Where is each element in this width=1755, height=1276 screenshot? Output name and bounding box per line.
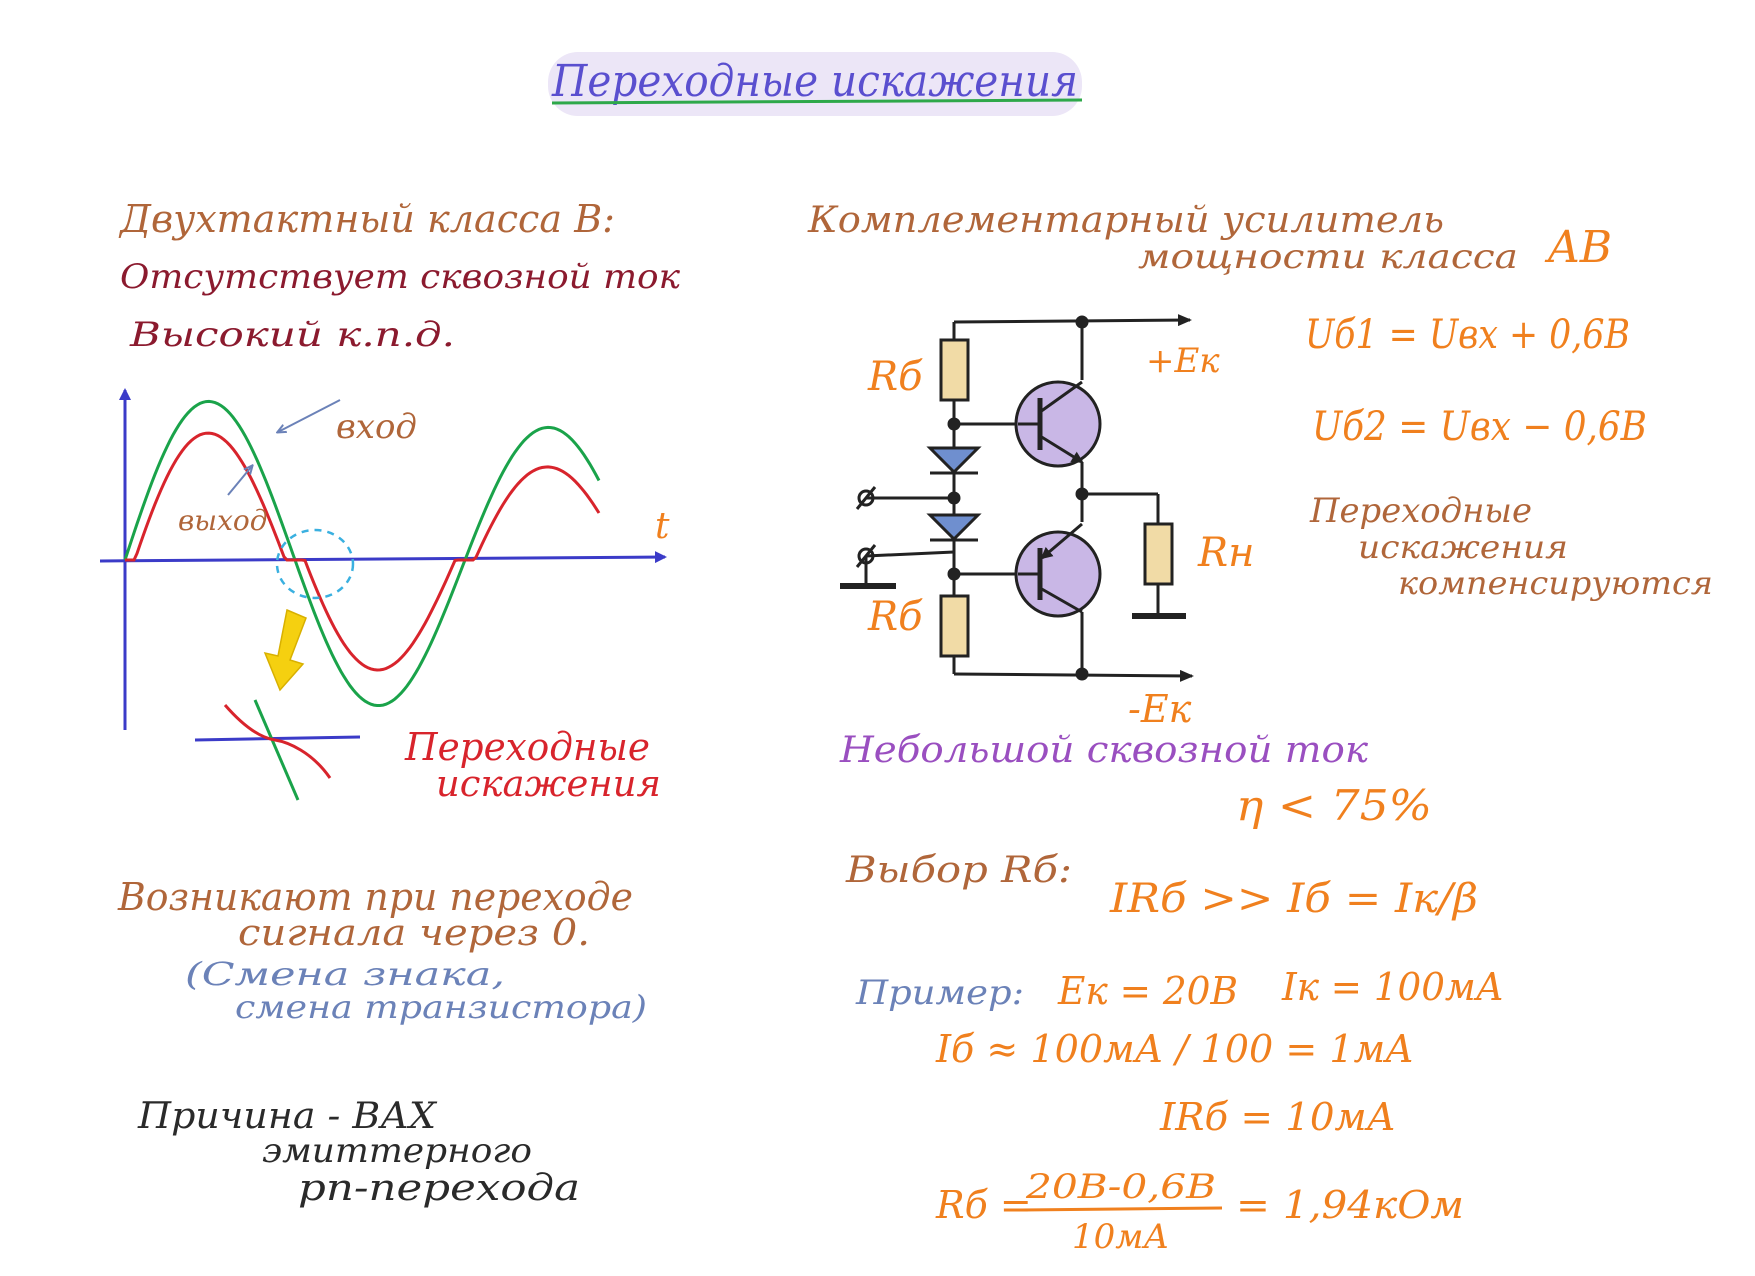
right-heading-line2: мощности класса [1138,237,1518,277]
right-heading-class-ab: AB [1544,222,1612,273]
arise-line2: сигнала через 0. [238,913,590,954]
example-ek: Eк = 20В [1057,969,1238,1013]
transistor-npn [1014,380,1102,468]
zoom-axis [194,735,361,742]
input-wave [123,399,601,707]
transistor-pnp-collector [1039,586,1083,614]
graph-t-label: t [655,506,670,547]
resistor-rb-top [939,338,970,402]
resistor-rn [1143,522,1174,586]
transistor-pnp [1014,530,1102,618]
ground-wire [865,550,955,558]
left-point-no-current: Отсутствует сквозной ток [120,257,681,297]
equation-ub2: Uб2 = Uвх − 0,6В [1312,404,1647,450]
junction-dot [1075,315,1089,329]
rb-numerator: 20В-0,6В [1025,1167,1216,1207]
paren-line2: смена транзистора) [235,988,647,1026]
choice-formula: IRб >> Iб = Iк/β [1109,876,1478,922]
graph-x-axis [99,551,667,564]
label-rn: Rн [1197,530,1254,576]
amplifier-circuit [840,314,1194,682]
zoom-input-wave [253,699,300,801]
cause-line2: эмиттерного [262,1131,532,1171]
choice-label: Выбор Rб: [845,850,1072,891]
distortion-label-line1: Переходные [404,725,650,769]
efficiency: η < 75% [1236,781,1432,830]
equation-ub1: Uб1 = Uвх + 0,6В [1305,312,1630,358]
transistor-npn-emitter [1039,434,1084,464]
cause-line1: Причина - ВАХ [137,1096,437,1137]
zoom-output-wave [223,704,332,779]
example-label: Пример: [855,973,1024,1013]
label-minus-ek: -Eк [1128,687,1192,731]
junction-dot [947,491,961,505]
bottom-rail-wire [953,669,1194,682]
input-terminal [857,489,875,507]
transistor-pnp-emitter [1040,522,1083,560]
example-ib: Iб ≈ 100мА / 100 = 1мА [935,1027,1414,1071]
zero-crossing-circle [275,528,355,600]
compensate-line2: искажения [1358,528,1568,566]
zoom-arrow [263,608,307,692]
arise-line1: Возникают при переходе [117,875,633,919]
small-current: Небольшой сквозной ток [839,730,1369,771]
example-ik: Iк = 100мА [1281,965,1504,1009]
output-label-arrow [227,466,252,496]
title-group: Переходные искажения [548,52,1083,116]
input-label-arrow [278,399,341,432]
rb-prefix: Rб = [935,1183,1032,1227]
left-point-efficiency: Высокий к.п.д. [129,315,455,355]
ground-terminal-slash [855,544,877,568]
rb-denominator: 10мА [1072,1217,1169,1257]
cause-line3: pn-перехода [298,1168,580,1209]
junction-dot [1075,667,1089,681]
left-heading: Двухтактный класса В: [118,197,615,241]
label-rb-bottom: Rб [867,594,923,640]
label-plus-ek: +Eк [1146,341,1220,381]
compensate-line1: Переходные [1309,491,1532,531]
input-label: вход [336,407,417,447]
compensate-line3: компенсируются [1398,564,1713,602]
distortion-label-line2: искажения [436,764,661,805]
ground-terminal [857,547,875,565]
diode-top [926,446,982,475]
example-irb: IRб = 10мА [1159,1095,1396,1139]
junction-dot [947,567,961,581]
label-rb-top: Rб [867,354,923,400]
resistor-rb-bottom [939,594,970,658]
junction-dot [947,417,961,431]
diode-bottom [926,513,982,542]
waveform-graph: t вход выход Переходные искажения [99,388,670,805]
paren-line1: (Смена знака, [185,955,505,993]
right-heading-line1: Комплементарный усилитель [807,200,1444,241]
output-wave [125,431,601,672]
top-rail-wire [953,314,1192,327]
input-terminal-slash [855,486,877,510]
rb-result: = 1,94кОм [1236,1183,1464,1227]
title-underline [551,98,1083,105]
junction-dot [1075,487,1089,501]
page-title: Переходные искажения [551,56,1078,107]
output-label: выход [178,504,268,537]
transistor-npn-collector [1039,380,1083,414]
rb-fraction-bar [1021,1206,1223,1212]
